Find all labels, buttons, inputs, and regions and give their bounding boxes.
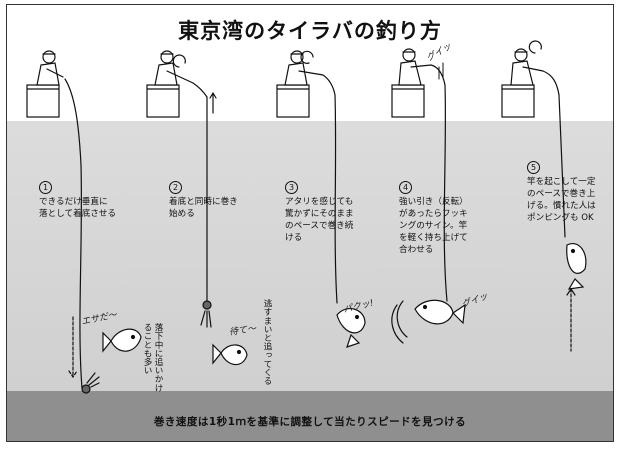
line-4 [443,84,448,302]
step-text-line: できるだけ垂直に [39,197,108,207]
step-5: 5 竿を起こして一定 のペースで巻き上 げる。慣れた人は ポンピングも OK [527,161,596,224]
up-arrow-2 [209,91,217,114]
step-text-line: 強い引き（反転） [399,197,468,207]
step-text-line: 落として着底させる [39,209,117,219]
angler-1 [26,50,64,118]
chase-note-1: 落下中に追いかけ ることも多い [141,323,163,393]
chase-note-line: ることも多い [142,323,152,375]
step-text-line: 着底と同時に巻き [169,197,238,207]
step-text-line: アタリを感じても [285,197,354,207]
step-3: 3 アタリを感じても 驚かずにそのまま のペースで巻き続 ける [285,181,354,244]
step-number: 5 [527,161,540,174]
page-title: 東京湾のタイラバの釣り方 [178,19,442,43]
step-text-line: のペースで巻き続 [285,221,354,231]
follow-note: 逃すまいと追ってくる [261,299,272,409]
step-text-line: げる。慣れた人は [527,201,596,211]
lure-1 [81,372,100,394]
fish-5 [566,243,587,290]
angler-2 [146,50,208,118]
fish-4 [414,299,466,325]
step-number: 2 [169,181,182,194]
step-text-line: 驚かずにそのまま [285,209,354,219]
footer-caption: 巻き速度は1秒1ｍを基準に調整して当たりスピードを見つける [153,416,467,428]
step-text-line: ングのサイン。竿 [399,221,468,231]
line-3 [334,94,338,304]
step-text-line: 竿を起こして一定 [527,177,596,187]
angler-4 [391,48,446,118]
step-text-line: ける [285,233,303,243]
seabed [7,391,613,441]
chase-note-line: 落下中に追いかけ [153,323,163,392]
step-text-line: のペースで巻き上 [527,189,596,199]
down-arrow-1 [68,316,78,379]
step-number: 4 [399,181,412,194]
diagram-frame: 東京湾のタイラバの釣り方 1 できるだけ垂直に 落として着底させる 2 着底と同… [6,4,614,442]
line-1 [64,78,83,389]
step-text-line: があったらフッキ [399,209,468,219]
step-number: 1 [39,181,52,194]
angler-5 [501,40,560,118]
angler-3 [276,50,336,118]
illustration [26,40,587,394]
fish-3 [336,307,366,348]
step-2: 2 着底と同時に巻き 始める [169,181,238,220]
fish-2 [212,343,248,366]
step-1: 1 できるだけ垂直に 落として着底させる [39,181,116,220]
step-number: 3 [285,181,298,194]
line-5 [558,94,566,238]
step-text-line: 始める [169,209,195,219]
step-text-line: ポンピングも OK [527,213,594,223]
step-text-line: 合わせる [399,245,434,255]
step-4: 4 強い引き（反転） があったらフッキ ングのサイン。竿 を軽く持ち上げて 合わ… [399,181,468,256]
water-area [7,121,613,411]
lure-2 [200,300,212,328]
pull-lines-4 [391,300,408,344]
step-text-line: を軽く持ち上げて [399,233,468,243]
follow-note-line: 逃すまいと追ってくる [262,299,272,385]
fish-1 [102,328,142,353]
